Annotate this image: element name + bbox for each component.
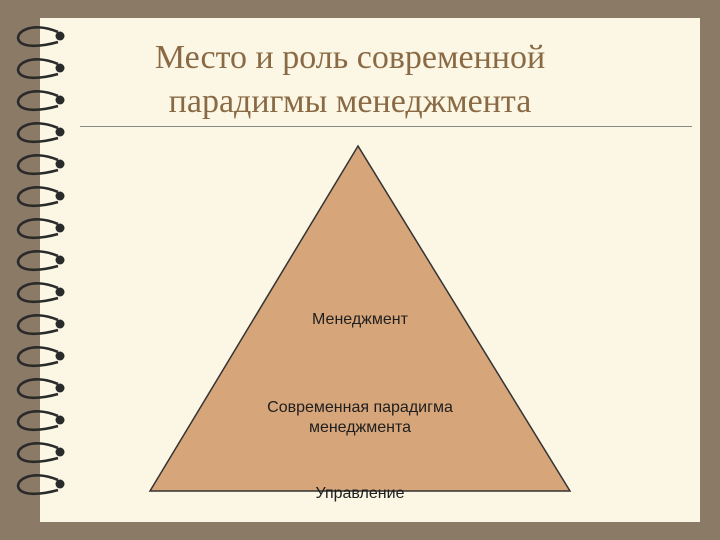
- spiral-binding: [16, 26, 65, 496]
- spiral-ring: [16, 218, 59, 240]
- slide-title: Место и роль современной парадигмы менед…: [40, 36, 660, 124]
- spiral-hole: [55, 63, 65, 73]
- spiral-hole: [55, 255, 65, 265]
- spiral-ring: [16, 442, 59, 464]
- spiral-ring: [16, 474, 59, 496]
- paradigm-line-1: Современная парадигма: [267, 399, 453, 416]
- spiral-ring: [16, 154, 59, 176]
- title-divider: [80, 126, 692, 127]
- paradigm-line-2: менеджмента: [308, 419, 412, 436]
- spiral-ring: [16, 314, 59, 336]
- spiral-ring: [16, 26, 59, 48]
- spiral-hole: [55, 95, 65, 105]
- spiral-ring: [16, 122, 59, 144]
- spiral-ring: [16, 250, 59, 272]
- spiral-hole: [55, 287, 65, 297]
- pyramid-level-administration: Управление: [315, 485, 405, 502]
- spiral-hole: [55, 191, 65, 201]
- spiral-ring: [16, 58, 59, 80]
- pyramid-level-management: Менеджмент: [312, 311, 408, 328]
- title-line-1: Место и роль современной: [154, 39, 546, 76]
- spiral-hole: [55, 159, 65, 169]
- spiral-hole: [55, 127, 65, 137]
- spiral-ring: [16, 410, 59, 432]
- spiral-hole: [55, 31, 65, 41]
- spiral-ring: [16, 346, 59, 368]
- spiral-hole: [55, 223, 65, 233]
- spiral-hole: [55, 383, 65, 393]
- spiral-ring: [16, 282, 59, 304]
- pyramid-triangle: [148, 144, 572, 492]
- spiral-ring: [16, 378, 59, 400]
- spiral-hole: [55, 351, 65, 361]
- title-line-2: парадигмы менеджмента: [168, 83, 532, 120]
- spiral-hole: [55, 415, 65, 425]
- spiral-ring: [16, 186, 59, 208]
- spiral-hole: [55, 447, 65, 457]
- spiral-ring: [16, 90, 59, 112]
- pyramid-level-paradigm: Современная парадигма менеджмента: [220, 398, 500, 438]
- spiral-hole: [55, 479, 65, 489]
- spiral-hole: [55, 319, 65, 329]
